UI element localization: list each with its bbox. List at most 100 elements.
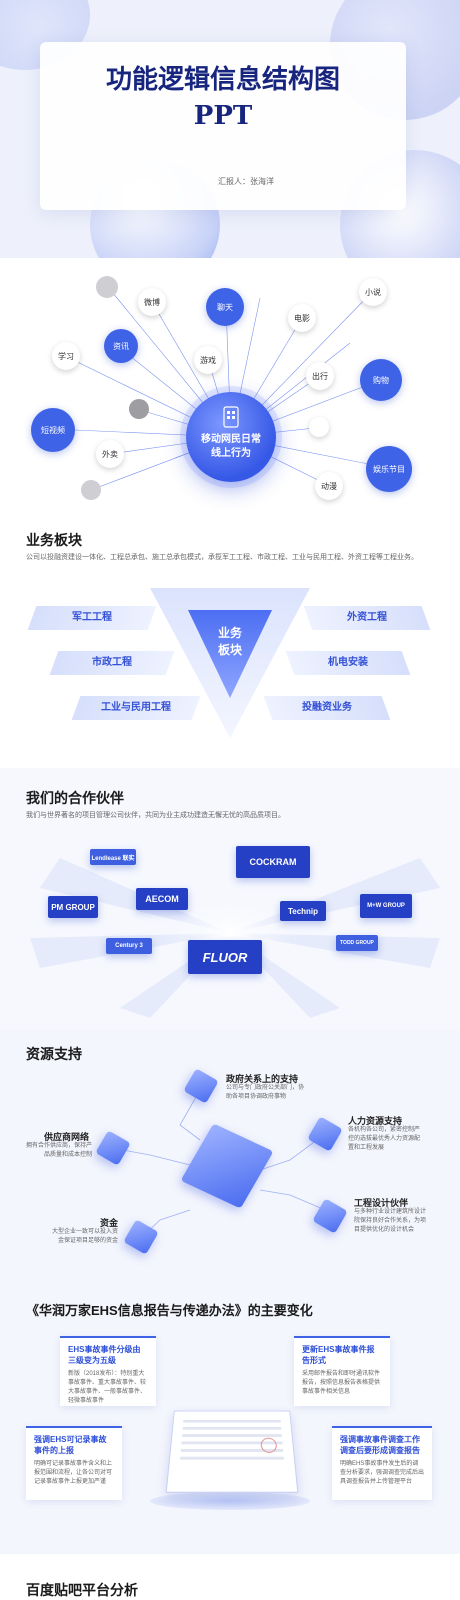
ehs-doc-stamp: [260, 1437, 278, 1453]
res-funds-title: 资金: [100, 1218, 119, 1228]
res-government-title: 政府关系上的支持: [226, 1074, 299, 1084]
res-supplier-desc: 拥有合作供应商，保持产品质量和成本控制: [26, 1143, 93, 1158]
partners-section: 我们的合作伙伴 我们与世界著名的项目管理公司伙伴，共同为业主成功建造无懈无忧的高…: [0, 768, 460, 1030]
bubble-empty: [129, 399, 149, 419]
bubble-label: 出行: [312, 371, 328, 381]
bubble-shopping: 购物: [360, 359, 402, 401]
bubble-chat: 聊天: [206, 288, 244, 326]
res-supplier-title: 供应商网络: [44, 1132, 90, 1142]
logo-label: PM GROUP: [51, 902, 95, 912]
ehs-doc-line: [183, 1420, 281, 1423]
logo-label: TODD GROUP: [340, 940, 374, 946]
baidu-title: 百度贴吧平台分析: [26, 1582, 138, 1598]
ehs-card-title: EHS事故事件分级由三级变为五级: [68, 1345, 141, 1365]
business-item-label: 军工工程: [72, 612, 112, 623]
business-item-label: 机电安装: [328, 657, 368, 668]
bubble-news: 资讯: [104, 329, 138, 363]
ehs-card-desc: 新版（2018发布）：特别重大事故事件、重大事故事件、较大事故事件、一般事故事件…: [68, 1371, 147, 1404]
logo-pm-group: PM GROUP: [48, 896, 98, 918]
ehs-card-format: 更新EHS事故事件报告形式 采用邮件报告和即时通讯软件报告，按照信息报告表格提供…: [294, 1336, 390, 1406]
business-item-label: 工业与民用工程: [101, 702, 171, 713]
ehs-doc-line: [182, 1426, 282, 1430]
res-government-desc: 公司与专门政府公关部门，协助各项目协调政府事物: [226, 1085, 305, 1100]
bubble-label: 购物: [373, 375, 389, 385]
logo-label: FLUOR: [202, 949, 248, 965]
ehs-doc-line: [180, 1456, 284, 1460]
business-item-label: 外资工程: [347, 612, 387, 623]
bubble-variety: 娱乐节目: [366, 446, 412, 492]
logo-label: COCKRAM: [249, 857, 297, 867]
ehs-card-desc: 采用邮件报告和即时通讯软件报告，按照信息报告表格提供事故事件相关信息: [302, 1371, 381, 1395]
res-hr-desc: 各机构各公司，紧密控制严控的选拔最优秀人力资源配置和工程发展: [348, 1127, 421, 1151]
center-bubble-line2: 线上行为: [211, 448, 251, 459]
res-hr-title: 人力资源支持: [348, 1116, 403, 1126]
logo-lendlease: Lendlease 联实: [90, 849, 136, 865]
bubble-label: 娱乐节目: [373, 464, 405, 474]
ehs-document-stack: [150, 1404, 310, 1514]
logo-century3: Century 3: [106, 938, 152, 954]
bubble-label: 微博: [144, 297, 160, 307]
cover-title: 功能逻辑信息结构图: [105, 65, 340, 95]
logo-label: Technip: [287, 906, 319, 916]
ehs-card-levels: EHS事故事件分级由三级变为五级 新版（2018发布）：特别重大事故事件、重大事…: [60, 1336, 156, 1406]
resources-section: 资源支持 政府关系上的支持 公司与专门政府公关部门，协助各项目协调政府事物 人力…: [0, 1030, 460, 1292]
bubble-anime: 动漫: [315, 472, 343, 500]
bubble-study: 学习: [52, 342, 80, 370]
online-behavior-section: 微博 聊天 小说 电影 学习 资讯 游戏 出行 购物 短视频 外卖 动漫 娱乐节…: [0, 258, 460, 520]
bubble-movie: 电影: [288, 304, 316, 332]
bubble-label: 资讯: [113, 341, 129, 351]
ehs-card-title: 强调事故事件调查工作调查后要形成调查报告: [340, 1435, 420, 1455]
logo-label: M+W GROUP: [367, 903, 405, 909]
bubble-novel: 小说: [359, 278, 387, 306]
center-bubble: 移动网民日常 线上行为: [186, 392, 276, 482]
res-funds-desc: 大型企业一致可以投入资金保证项目足够的资金: [51, 1229, 118, 1244]
bubble-empty: [309, 417, 329, 437]
bubble-label: 小说: [365, 287, 381, 297]
business-item-mep: 机电安装: [285, 651, 411, 675]
business-desc: 公司以投融资建设一体化、工程总承包、施工总承包模式，承揽军工工程、市政工程、工业…: [26, 554, 418, 561]
bubble-label: 短视频: [41, 425, 65, 435]
ehs-card-investigation: 强调事故事件调查工作调查后要形成调查报告 明确EHS事故事件发生后的调查分析要求…: [332, 1426, 432, 1500]
bubble-label: 电影: [294, 313, 310, 323]
partners-title: 我们的合作伙伴: [26, 790, 124, 806]
logo-technip: Technip: [280, 901, 326, 921]
bubble-travel: 出行: [306, 362, 334, 390]
logo-cockram: COCKRAM: [236, 846, 310, 878]
ehs-doc-shadow: [150, 1492, 310, 1510]
bubble-label: 聊天: [217, 302, 233, 312]
logo-fluor: FLUOR: [188, 940, 262, 974]
business-section: 业务板块 公司以投融资建设一体化、工程总承包、施工总承包模式，承揽军工工程、市政…: [0, 520, 460, 768]
business-title: 业务板块: [26, 532, 82, 548]
center-bubble-line1: 移动网民日常: [201, 434, 261, 445]
logo-label: AECOM: [145, 894, 179, 904]
business-item-military: 军工工程: [27, 606, 157, 630]
bubble-short-video: 短视频: [31, 408, 75, 452]
business-item-industrial: 工业与民用工程: [71, 696, 201, 720]
logo-label: Century 3: [115, 943, 143, 949]
logo-aecom: AECOM: [136, 888, 188, 910]
cover-card: 功能逻辑信息结构图 PPT 汇报人：张海洋: [40, 42, 406, 210]
bubble-label: 游戏: [200, 355, 216, 365]
bubble-label: 学习: [58, 351, 74, 361]
partners-rays: [30, 858, 440, 1018]
bubble-empty: [96, 276, 118, 298]
resources-title: 资源支持: [26, 1046, 82, 1062]
res-design-title: 工程设计伙伴: [354, 1198, 409, 1208]
business-item-municipal: 市政工程: [49, 651, 175, 675]
ehs-doc-page: [165, 1410, 299, 1493]
business-center-line1: 业务: [217, 626, 242, 640]
business-center-line2: 板块: [217, 643, 242, 657]
bubble-label: 动漫: [321, 481, 337, 491]
bubble-weibo: 微博: [138, 288, 166, 316]
bubble-label: 外卖: [102, 449, 118, 459]
ehs-section: 《华润万家EHS信息报告与传递办法》的主要变化 EHS事故事件分级由三级变为五级…: [0, 1292, 460, 1554]
cover-section: 功能逻辑信息结构图 PPT 汇报人：张海洋: [0, 0, 460, 258]
ehs-doc-line: [182, 1434, 282, 1437]
logo-todd-group: TODD GROUP: [336, 935, 378, 951]
bubble-takeout: 外卖: [96, 440, 124, 468]
business-item-foreign: 外资工程: [303, 606, 431, 630]
business-item-investment: 投融资业务: [263, 696, 391, 720]
phone-icon: [223, 406, 239, 428]
ehs-card-desc: 明确EHS事故事件发生后的调查分析要求，强调调查完成后出具调查报告并上传管理平台: [340, 1461, 425, 1485]
logo-mw-group: M+W GROUP: [360, 894, 412, 918]
